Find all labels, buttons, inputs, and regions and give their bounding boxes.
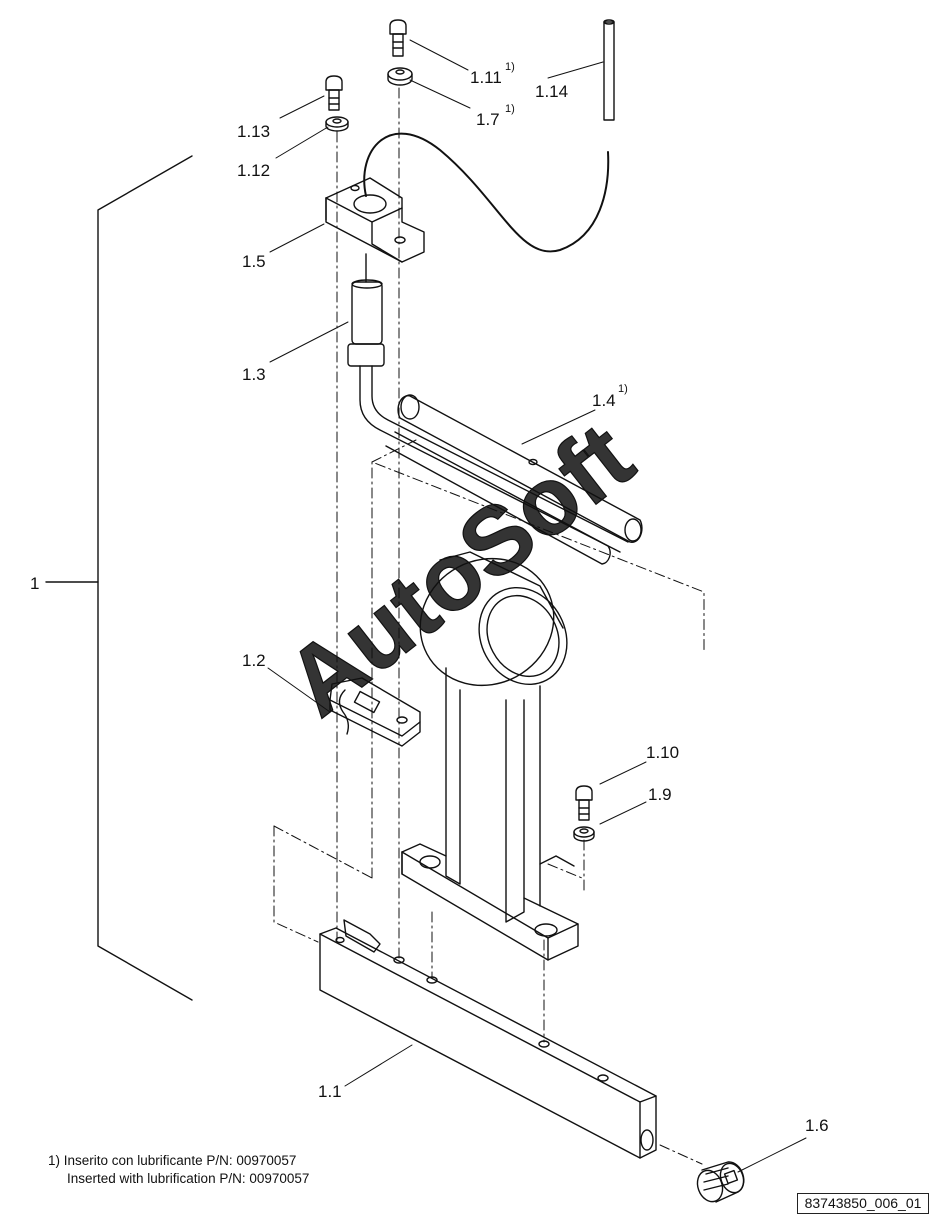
callout-1-1: 1.1 [318, 1082, 342, 1101]
centerlines [273, 87, 705, 1165]
footnote: 1) Inserito con lubrificante P/N: 009700… [48, 1152, 309, 1188]
callout-1-4: 1.4 [592, 391, 616, 410]
rail-1-1 [319, 919, 657, 1159]
callout-1-5: 1.5 [242, 252, 266, 271]
callout-1-9: 1.9 [648, 785, 672, 804]
callout-1-13: 1.13 [237, 122, 270, 141]
screw-1-10 [575, 785, 593, 821]
bracket-1-5 [325, 177, 425, 263]
callout-1-2: 1.2 [242, 651, 266, 670]
footnote-line-1: 1) Inserito con lubrificante P/N: 009700… [48, 1153, 297, 1168]
screw-1-13 [325, 75, 343, 111]
footnote-line-2: Inserted with lubrification P/N: 0097005… [67, 1171, 310, 1186]
callout-1-11: 1.11 [470, 68, 502, 87]
callout-1: 1 [30, 574, 39, 593]
leader-lines [267, 39, 807, 1173]
washer-1-9 [573, 826, 595, 842]
grub-screw-1-6 [696, 1161, 745, 1203]
footnote-mark-1-11: 1) [505, 61, 515, 73]
callout-1-10: 1.10 [646, 743, 679, 762]
washer-1-7 [387, 67, 413, 86]
callout-1-12: 1.12 [237, 161, 270, 180]
callout-1-3: 1.3 [242, 365, 266, 384]
assembly-bracket [45, 155, 193, 1001]
callout-1-7: 1.7 [476, 110, 500, 129]
callout-1-6: 1.6 [805, 1116, 829, 1135]
screw-1-11 [389, 19, 407, 57]
housing [401, 551, 579, 961]
sensor-1-3 [347, 253, 629, 553]
watermark: AutoSoft [267, 403, 652, 737]
sensor-cable [363, 132, 610, 253]
plate-1-2 [329, 677, 421, 747]
shaft-1-4 [385, 394, 643, 565]
callout-1-14: 1.14 [535, 82, 568, 101]
footnote-mark-1-4: 1) [618, 383, 628, 395]
drawing-number: 83743850_006_01 [797, 1193, 929, 1214]
footnote-mark-1-7: 1) [505, 103, 515, 115]
washer-1-12 [325, 116, 349, 132]
pin-1-14 [603, 19, 615, 121]
